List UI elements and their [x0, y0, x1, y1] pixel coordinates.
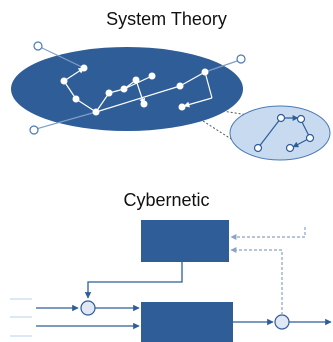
external-node-2 — [236, 54, 246, 64]
internal-node — [201, 68, 209, 76]
cybernetic-title: Cybernetic — [123, 190, 210, 210]
subsystem-node — [296, 114, 306, 124]
summing-junction-right — [274, 314, 290, 330]
internal-edge — [63, 67, 85, 82]
internal-node — [148, 72, 156, 80]
internal-edge — [95, 92, 110, 113]
process-block — [141, 302, 233, 342]
zoom-connector-bottom — [202, 120, 240, 145]
subsystem-node — [253, 143, 263, 153]
internal-edge — [135, 79, 146, 105]
summing-junction-left — [80, 300, 96, 316]
internal-node — [132, 76, 140, 84]
internal-edge — [63, 80, 77, 100]
internal-node — [60, 77, 68, 85]
zoom-connector-top — [202, 107, 249, 116]
dashed-feedback-outer — [230, 227, 306, 240]
system-theory-title: System Theory — [106, 9, 227, 29]
internal-edge — [75, 98, 97, 113]
internal-edge — [179, 71, 206, 87]
subsystem-node — [276, 113, 286, 123]
external-node-3 — [29, 125, 39, 135]
subsystem-edge — [257, 117, 282, 149]
internal-node — [176, 82, 184, 90]
internal-node — [80, 64, 88, 72]
internal-node — [178, 103, 186, 111]
subsystem-node — [305, 133, 315, 143]
cybernetic-group — [10, 220, 332, 342]
external-link-1 — [39, 46, 85, 69]
internal-node — [92, 108, 100, 116]
subsystem-node — [285, 143, 295, 153]
controller-block — [141, 220, 229, 262]
internal-edge — [204, 71, 213, 99]
internal-node — [72, 95, 80, 103]
external-node-1 — [33, 41, 43, 51]
feedback-path-down — [84, 262, 183, 299]
external-link-3 — [35, 111, 97, 130]
internal-edge — [183, 97, 213, 108]
internal-node — [120, 85, 128, 93]
internal-edge — [95, 85, 181, 113]
internal-node — [140, 100, 148, 108]
internal-node — [105, 89, 113, 97]
dashed-feedback-inner — [230, 247, 283, 315]
system-theory-group — [11, 41, 331, 161]
external-link-2 — [204, 59, 241, 73]
